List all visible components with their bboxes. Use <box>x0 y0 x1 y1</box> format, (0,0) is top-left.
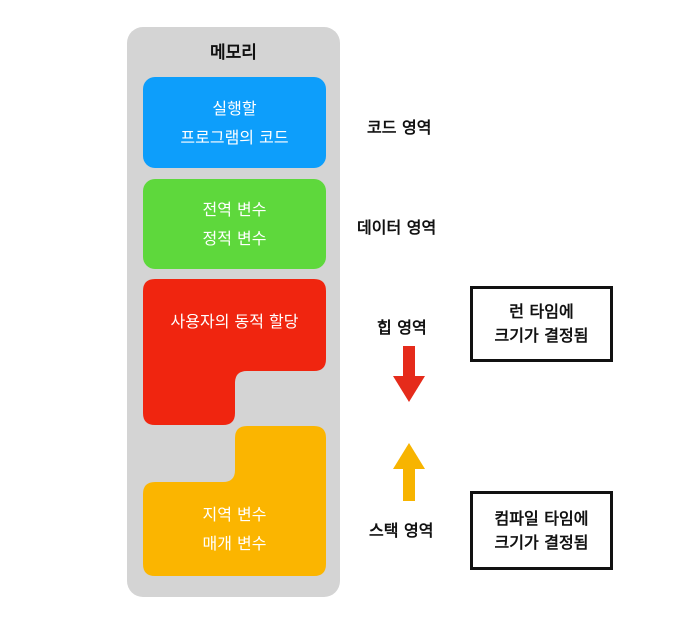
code-region-label: 코드 영역 <box>367 118 432 137</box>
code-segment-line2: 프로그램의 코드 <box>180 127 289 147</box>
stack-segment <box>143 426 326 576</box>
data-region-label: 데이터 영역 <box>357 218 437 237</box>
runtime-note-line2: 크기가 결정됨 <box>494 326 589 345</box>
runtime-note-box: 런 타임에 크기가 결정됨 <box>470 286 613 362</box>
heap-segment <box>143 279 326 425</box>
stack-segment-line1: 지역 변수 <box>202 505 267 524</box>
heap-grow-down-arrow-icon <box>393 346 425 402</box>
data-segment-line1: 전역 변수 <box>202 200 267 219</box>
compile-note-line1: 컴파일 타임에 <box>494 508 589 528</box>
compile-note-line2: 크기가 결정됨 <box>494 532 589 552</box>
data-segment: 전역 변수 정적 변수 <box>143 179 326 269</box>
stack-segment-label: 지역 변수 매개 변수 <box>143 500 326 558</box>
code-segment: 실행할 프로그램의 코드 <box>143 77 326 168</box>
code-segment-line1: 실행할 <box>212 98 257 118</box>
stack-grow-up-arrow-icon <box>393 443 425 501</box>
memory-title: 메모리 <box>210 43 257 63</box>
heap-region-label: 힙 영역 <box>377 318 427 337</box>
stack-region-label: 스택 영역 <box>369 521 434 540</box>
stack-segment-line2: 매개 변수 <box>202 534 267 553</box>
data-segment-line2: 정적 변수 <box>202 229 267 248</box>
runtime-note-line1: 런 타임에 <box>509 302 574 321</box>
compile-note-box: 컴파일 타임에 크기가 결정됨 <box>470 491 613 570</box>
heap-segment-label: 사용자의 동적 할당 <box>170 312 299 331</box>
